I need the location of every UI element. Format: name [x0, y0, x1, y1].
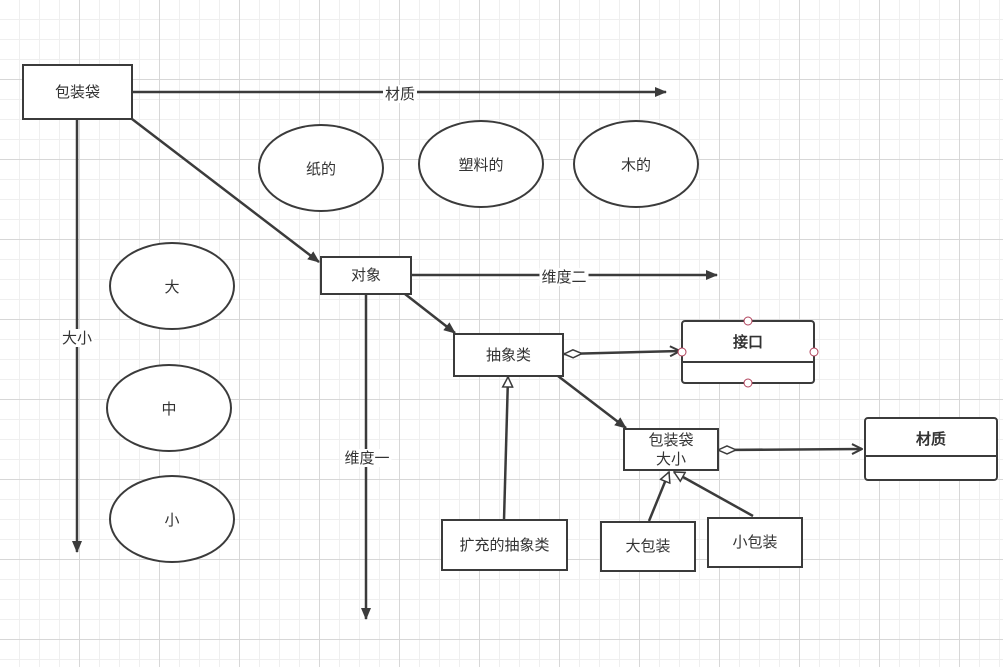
node-interface[interactable]: 接口 [681, 320, 815, 384]
material-title: 材质 [915, 430, 946, 448]
node-material[interactable]: 材质 [864, 417, 998, 481]
edge-object-abstract [404, 293, 456, 334]
edge-refined-abstract [504, 377, 508, 521]
interface-port-right[interactable] [809, 347, 819, 357]
node-small-package[interactable]: 小包装 [707, 517, 803, 568]
interface-port-left[interactable] [677, 347, 687, 357]
edge-abstract-interface [564, 351, 680, 354]
interface-divider [683, 361, 813, 363]
material-divider [866, 455, 996, 457]
node-refined-abstract[interactable]: 扩充的抽象类 [441, 519, 568, 571]
edge-label-size: 大小 [59, 329, 95, 347]
edge-smallpackage-bagsize [674, 470, 754, 518]
edge-label-dimension-two: 维度二 [539, 268, 589, 286]
node-medium[interactable]: 中 [106, 364, 232, 452]
bag-size-line1: 包装袋 [648, 430, 694, 449]
edge-label-material: 材质 [382, 85, 418, 103]
interface-title: 接口 [732, 333, 763, 351]
edge-bigpackage-bagsize [647, 472, 669, 522]
node-object[interactable]: 对象 [320, 256, 412, 295]
edge-label-dimension-one: 维度一 [342, 449, 392, 467]
interface-port-top[interactable] [743, 316, 753, 326]
node-abstract-class[interactable]: 抽象类 [453, 333, 564, 377]
node-bag[interactable]: 包装袋 [22, 64, 133, 120]
edge-bagsize-material [718, 449, 862, 450]
node-big-package[interactable]: 大包装 [600, 521, 696, 572]
node-paper[interactable]: 纸的 [258, 124, 384, 212]
edge-bag-object [131, 118, 320, 263]
node-bag-size[interactable]: 包装袋 大小 [623, 428, 719, 471]
node-big[interactable]: 大 [109, 242, 235, 330]
interface-port-bottom[interactable] [743, 378, 753, 388]
edge-abstract-bagsize [557, 375, 627, 429]
bag-size-line2: 大小 [655, 449, 686, 468]
node-wood[interactable]: 木的 [573, 120, 699, 208]
node-plastic[interactable]: 塑料的 [418, 120, 544, 208]
node-small[interactable]: 小 [109, 475, 235, 563]
